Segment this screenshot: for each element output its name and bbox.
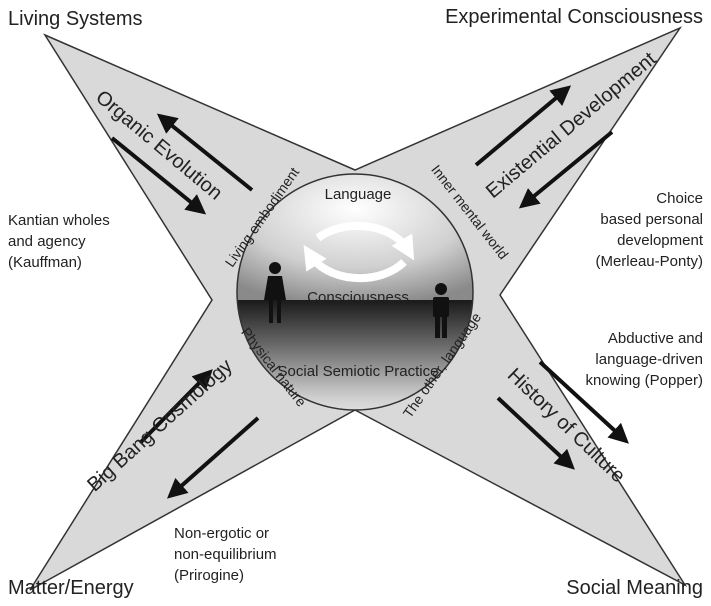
cycle-arrow-lower — [303, 244, 407, 283]
arrow-organic-up — [156, 113, 254, 192]
arrow-cosmology-down — [167, 416, 260, 499]
note-line: Choice — [656, 190, 703, 207]
note-line: Abductive and — [607, 330, 703, 347]
corner-living-systems: Living Systems — [8, 8, 143, 30]
cycle-arrow-upper — [315, 221, 415, 261]
corner-matter-energy: Matter/Energy — [8, 577, 134, 599]
arrow-organic-down — [110, 136, 207, 215]
center-label-social-semiotic-practice: Social Semiotic Practice — [278, 363, 439, 380]
arrow-existential-up — [474, 85, 572, 167]
arrow-cosmology-up — [138, 369, 213, 445]
male-figure-icon — [433, 283, 449, 338]
female-figure-icon — [264, 262, 286, 323]
note-line: Non-ergotic or — [174, 525, 270, 542]
note-abductive-knowing: Abductive and language-driven knowing (P… — [585, 328, 703, 391]
note-line: and agency — [8, 233, 86, 250]
corner-social-meaning: Social Meaning — [566, 577, 703, 599]
note-line: development — [617, 232, 703, 249]
note-line: non-equilibrium — [174, 546, 277, 563]
arrow-existential-down — [518, 130, 614, 209]
note-line: (Merleau-Ponty) — [595, 253, 703, 270]
arrow-culture-down — [496, 396, 575, 470]
note-choice-based-development: Choice based personal development (Merle… — [595, 188, 703, 272]
note-line: language-driven — [595, 351, 703, 368]
center-label-consciousness: Consciousness — [307, 289, 409, 306]
note-line: (Kauffman) — [8, 254, 82, 271]
note-line: based personal — [600, 211, 703, 228]
note-line: (Prirogine) — [174, 567, 245, 584]
note-line: knowing (Popper) — [585, 372, 703, 389]
note-kantian-wholes: Kantian wholes and agency (Kauffman) — [8, 210, 110, 273]
note-non-ergotic: Non-ergotic or non-equilibrium (Prirogin… — [174, 523, 277, 586]
corner-experimental-consciousness: Experimental Consciousness — [445, 6, 703, 28]
center-label-language: Language — [325, 186, 392, 203]
arrow-culture-down-2 — [538, 360, 629, 444]
note-line: Kantian wholes — [8, 212, 110, 229]
